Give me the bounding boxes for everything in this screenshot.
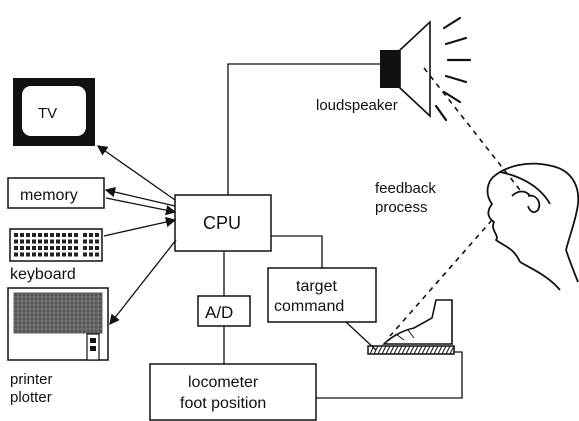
keyboard-key bbox=[14, 239, 18, 244]
printer-label: printer bbox=[10, 371, 53, 388]
keyboard-key bbox=[26, 246, 30, 250]
keyboard-key bbox=[20, 239, 24, 244]
keyboard-label: keyboard bbox=[10, 266, 76, 283]
keyboard-key bbox=[83, 233, 87, 237]
foot-icon bbox=[367, 299, 455, 355]
keyboard-key bbox=[14, 246, 18, 250]
connection-lines bbox=[96, 63, 463, 399]
tv-icon: TV bbox=[13, 78, 95, 146]
keyboard-key bbox=[32, 233, 36, 237]
keyboard-key bbox=[26, 239, 30, 244]
command-label: command bbox=[274, 298, 344, 315]
keyboard-key bbox=[20, 246, 24, 250]
keyboard-icon bbox=[9, 228, 103, 262]
keyboard-key bbox=[95, 239, 99, 244]
keyboard-key bbox=[50, 239, 54, 244]
target-label: target bbox=[296, 278, 337, 295]
keyboard-key bbox=[95, 252, 99, 257]
keyboard-key bbox=[62, 239, 66, 244]
keyboard-key bbox=[38, 246, 42, 250]
keyboard-key bbox=[44, 252, 48, 257]
keyboard-key bbox=[44, 233, 48, 237]
keyboard-key bbox=[50, 246, 54, 250]
feedback-label: feedback bbox=[375, 180, 436, 197]
keyboard-key bbox=[62, 233, 66, 237]
keyboard-key bbox=[32, 252, 36, 257]
keyboard-key bbox=[38, 233, 42, 237]
process-label: process bbox=[375, 199, 428, 216]
keyboard-key bbox=[83, 252, 87, 257]
printer-plotter-icon bbox=[7, 287, 109, 361]
keyboard-key bbox=[56, 252, 60, 257]
keyboard-key bbox=[62, 252, 66, 257]
loudspeaker-icon bbox=[380, 16, 472, 122]
keyboard-key bbox=[83, 239, 87, 244]
keyboard-key bbox=[26, 233, 30, 237]
memory-label: memory bbox=[20, 187, 78, 204]
keyboard-key bbox=[32, 246, 36, 250]
keyboard-key bbox=[56, 246, 60, 250]
keyboard-key bbox=[62, 246, 66, 250]
keyboard-key bbox=[89, 246, 93, 250]
foot-position-label: foot position bbox=[180, 395, 266, 412]
keyboard-key bbox=[83, 246, 87, 250]
keyboard-key bbox=[95, 246, 99, 250]
keyboard-key bbox=[44, 246, 48, 250]
tv-label: TV bbox=[38, 105, 57, 122]
plotter-label: plotter bbox=[10, 389, 52, 406]
keyboard-key bbox=[20, 252, 24, 257]
keyboard-key bbox=[89, 239, 93, 244]
keyboard-key bbox=[74, 233, 78, 237]
keyboard-key bbox=[56, 239, 60, 244]
cpu-box: CPU bbox=[174, 194, 272, 252]
keyboard-key bbox=[68, 239, 72, 244]
locometer-label: locometer bbox=[188, 374, 259, 391]
keyboard-key bbox=[74, 252, 78, 257]
keyboard-key bbox=[56, 233, 60, 237]
loudspeaker-label: loudspeaker bbox=[316, 97, 398, 114]
keyboard-key bbox=[68, 233, 72, 237]
keyboard-key bbox=[20, 233, 24, 237]
locometer-box: locometer foot position bbox=[149, 363, 317, 421]
memory-box: memory bbox=[7, 177, 105, 209]
keyboard-key bbox=[44, 239, 48, 244]
keyboard-key bbox=[50, 233, 54, 237]
ad-label: A/D bbox=[205, 303, 233, 322]
keyboard-key bbox=[89, 233, 93, 237]
keyboard-key bbox=[74, 246, 78, 250]
keyboard-key bbox=[74, 239, 78, 244]
keyboard-key bbox=[68, 246, 72, 250]
cpu-label: CPU bbox=[203, 213, 241, 233]
person-head-icon bbox=[486, 162, 579, 291]
keyboard-key bbox=[68, 252, 72, 257]
keyboard-key bbox=[38, 239, 42, 244]
keyboard-key bbox=[95, 233, 99, 237]
keyboard-key bbox=[38, 252, 42, 257]
keyboard-key bbox=[14, 233, 18, 237]
keyboard-key bbox=[32, 239, 36, 244]
keyboard-key bbox=[14, 252, 18, 257]
keyboard-key bbox=[26, 252, 30, 257]
keyboard-key bbox=[50, 252, 54, 257]
target-command-box: target command bbox=[267, 267, 377, 323]
ad-converter-box: A/D bbox=[197, 295, 251, 327]
keyboard-key bbox=[89, 252, 93, 257]
